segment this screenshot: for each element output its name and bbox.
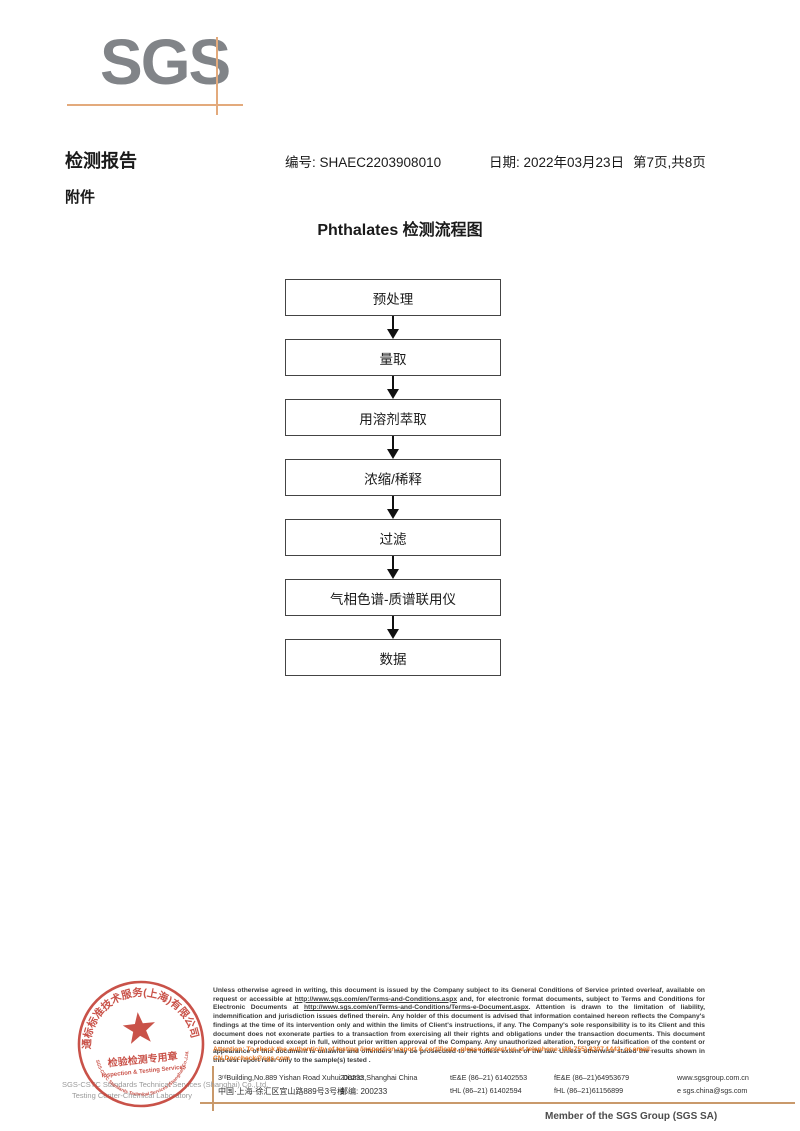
attachment-label: 附件 xyxy=(65,189,96,206)
telephone-cn: tHL (86–21) 61402594 xyxy=(450,1086,522,1095)
postcode-en: 200233 xyxy=(340,1073,364,1082)
star-icon xyxy=(122,1012,155,1044)
flow-arrow-icon xyxy=(285,316,501,339)
sgs-group-member-note: Member of the SGS Group (SGS SA) xyxy=(545,1111,718,1122)
sgs-logo: SGS xyxy=(100,26,231,98)
flow-arrow-icon xyxy=(285,376,501,399)
page-indicator: 第7页,共8页 xyxy=(633,155,706,170)
legal-disclaimer: Unless otherwise agreed in writing, this… xyxy=(213,987,705,1065)
flow-arrow-icon xyxy=(285,616,501,639)
flow-arrow-icon xyxy=(285,436,501,459)
flow-step-gcms: 气相色谱-质谱联用仪 xyxy=(285,579,501,616)
flowchart: 预处理 量取 用溶剂萃取 浓缩/稀释 过滤 气相色谱-质谱联用仪 数据 xyxy=(285,279,501,676)
disclaimer-text: . Attention is drawn to the limitation o… xyxy=(213,1004,705,1064)
logo-horizontal-line xyxy=(67,104,243,106)
flowchart-title: Phthalates 检测流程图 xyxy=(317,222,483,239)
telephone-en: tE&E (86–21) 61402553 xyxy=(450,1073,528,1082)
fax-cn: fHL (86–21)61156899 xyxy=(554,1086,624,1095)
website: www.sgsgroup.com.cn xyxy=(677,1073,749,1082)
terms-e-document-url: http://www.sgs.com/en/Terms-and-Conditio… xyxy=(303,1004,529,1012)
terms-url: http://www.sgs.com/en/Terms-and-Conditio… xyxy=(294,995,458,1003)
flow-step-pretreatment: 预处理 xyxy=(285,279,501,316)
lab-name-en: Testing Center-Chemical Laboratory xyxy=(72,1091,193,1100)
flow-step-solvent-extraction: 用溶剂萃取 xyxy=(285,399,501,436)
report-title: 检测报告 xyxy=(65,151,137,171)
flow-step-concentrate-dilute: 浓缩/稀释 xyxy=(285,459,501,496)
flow-step-filter: 过滤 xyxy=(285,519,501,556)
flow-step-data: 数据 xyxy=(285,639,501,676)
email: e sgs.china@sgs.com xyxy=(677,1086,748,1095)
report-number: 编号: SHAEC2203908010 xyxy=(285,155,442,170)
disclaimer-text: and, for electronic format documents, su… xyxy=(213,995,705,1012)
company-name-en: SGS-CSTC Standards Technical Services (S… xyxy=(62,1080,269,1089)
footer-vertical-line xyxy=(212,1066,214,1111)
attention-notice: Attention: To check the authenticity of … xyxy=(213,1046,653,1062)
report-date: 日期: 2022年03月23日 xyxy=(489,155,625,170)
flow-step-measure: 量取 xyxy=(285,339,501,376)
address-block: 3ʳᵈBuilding,No.889 Yishan Road Xuhui Dis… xyxy=(213,1071,795,1099)
logo-vertical-line xyxy=(216,37,218,115)
disclaimer-text: Unless otherwise agreed in writing, this… xyxy=(213,987,705,1003)
flow-arrow-icon xyxy=(285,496,501,519)
address-en: 3ʳᵈBuilding,No.889 Yishan Road Xuhui Dis… xyxy=(218,1073,418,1082)
fax-en: fE&E (86–21)64953679 xyxy=(554,1073,630,1082)
inspection-stamp-seal: 通标标准技术服务(上海)有限公司 SGS-CSTC Standards Tech… xyxy=(75,980,205,1108)
postcode-cn: 邮编: 200233 xyxy=(340,1087,388,1096)
address-cn: 中国·上海·徐汇区宜山路889号3号楼 xyxy=(218,1087,346,1096)
footer-horizontal-line xyxy=(200,1102,795,1104)
flow-arrow-icon xyxy=(285,556,501,579)
